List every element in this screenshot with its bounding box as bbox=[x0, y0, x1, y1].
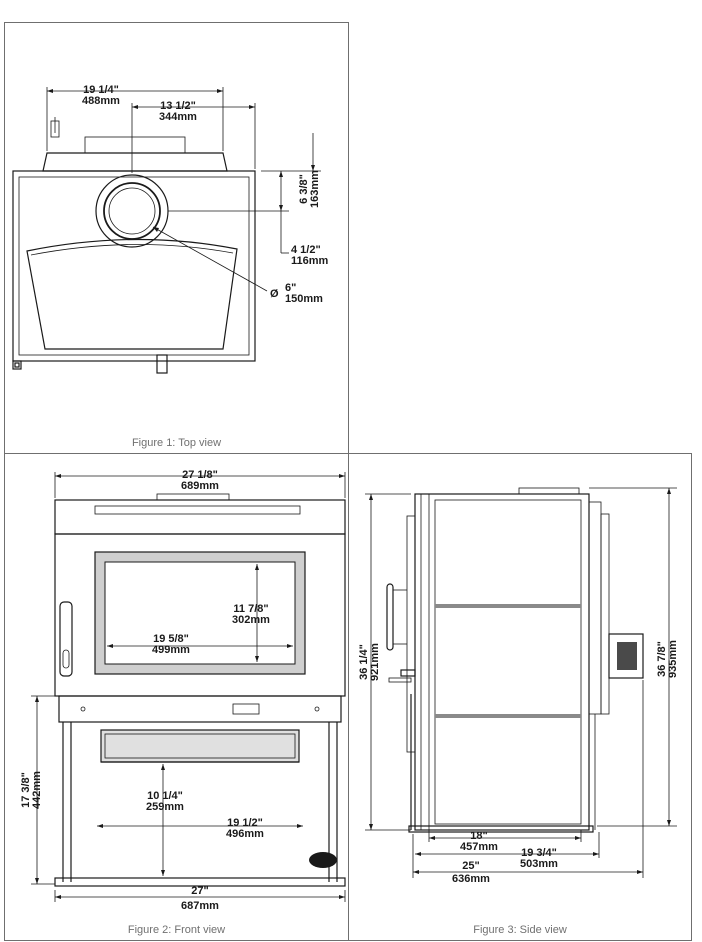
dim-side-height-mm: 921mm bbox=[369, 643, 381, 681]
front-base-plate bbox=[54, 877, 346, 887]
dim-leg-h-mm: 442mm bbox=[31, 771, 43, 809]
flue-collar-inner bbox=[103, 182, 161, 240]
front-glass bbox=[104, 561, 296, 665]
side-shelf-lower bbox=[435, 714, 581, 718]
dim-front-top-width-in: 27 1/8" bbox=[182, 469, 218, 481]
dim-top-width-in: 19 1/4" bbox=[83, 84, 119, 96]
dim-dia-mm: 150mm bbox=[285, 293, 323, 305]
front-door-handle bbox=[59, 601, 73, 677]
right-foot bbox=[156, 354, 168, 374]
dim-dia-symbol: Ø bbox=[270, 288, 279, 300]
figure-top-view-panel: 19 1/4" 488mm 13 1/2" 344mm 6 3/8" 163mm… bbox=[4, 22, 349, 454]
side-view-drawing: 36 1/4" 921mm 36 7/8" 935mm 18" 457mm 19… bbox=[358, 487, 679, 885]
left-foot bbox=[12, 360, 22, 370]
dim-depth-a-mm: 457mm bbox=[460, 841, 498, 853]
top-view-drawing: 19 1/4" 488mm 13 1/2" 344mm 6 3/8" 163mm… bbox=[12, 84, 329, 374]
dim-depth-a-in: 18" bbox=[470, 830, 487, 842]
flue-collar-outer bbox=[95, 174, 169, 248]
dim-depth-b-in: 19 3/4" bbox=[521, 847, 557, 859]
dim-leg-h-in: 17 3/8" bbox=[20, 772, 32, 808]
side-body bbox=[414, 493, 590, 831]
flue-collar-core bbox=[108, 187, 156, 235]
dim-glass-w-mm: 499mm bbox=[152, 644, 190, 656]
front-ash-drawer bbox=[100, 729, 300, 763]
dim-rear-in: 4 1/2" bbox=[291, 244, 321, 256]
dim-top-width-mm: 488mm bbox=[82, 95, 120, 107]
dim-offset-mm: 344mm bbox=[159, 111, 197, 123]
dim-glass-w-in: 19 5/8" bbox=[153, 633, 189, 645]
front-lip bbox=[26, 238, 238, 350]
dim-depth-mm: 163mm bbox=[309, 170, 321, 208]
side-door-handle bbox=[386, 583, 394, 651]
dim-ash-mm: 259mm bbox=[146, 801, 184, 813]
figure-2-caption: Figure 2: Front view bbox=[127, 924, 226, 936]
dim-rear-mm: 116mm bbox=[291, 255, 329, 267]
dim-side-total-mm: 935mm bbox=[667, 640, 679, 678]
figure-3-caption: Figure 3: Side view bbox=[473, 924, 567, 936]
dim-base-w-in: 27" bbox=[191, 885, 208, 897]
front-logo bbox=[309, 852, 337, 868]
rear-heat-shield bbox=[42, 152, 228, 172]
dim-side-height-in: 36 1/4" bbox=[358, 644, 370, 680]
figure-front-view-panel: 27 1/8" 689mm 11 7/8" 302mm 19 5/8" 499m… bbox=[4, 453, 349, 941]
front-top-plate bbox=[54, 499, 346, 535]
front-ash-lip bbox=[58, 695, 342, 723]
dim-base-w-mm: 687mm bbox=[181, 900, 219, 912]
figure-side-view-panel: 36 1/4" 921mm 36 7/8" 935mm 18" 457mm 19… bbox=[348, 453, 692, 941]
stove-top-outline bbox=[12, 170, 256, 362]
dim-side-total-in: 36 7/8" bbox=[656, 641, 668, 677]
dim-glass-h-mm: 302mm bbox=[232, 614, 270, 626]
figure-1-caption: Figure 1: Top view bbox=[131, 437, 222, 449]
dim-legs-w-mm: 496mm bbox=[226, 828, 264, 840]
side-outlet-box bbox=[608, 633, 644, 679]
stove-top-inner bbox=[18, 176, 250, 356]
dim-offset-in: 13 1/2" bbox=[160, 100, 196, 112]
dim-depth-b-mm: 503mm bbox=[520, 858, 558, 870]
dim-dia-in: 6" bbox=[285, 282, 296, 294]
dim-ash-in: 10 1/4" bbox=[147, 790, 183, 802]
dim-depth-in: 6 3/8" bbox=[298, 174, 310, 204]
rear-bracket bbox=[84, 136, 186, 154]
dim-depth-c-mm: 636mm bbox=[452, 873, 490, 885]
side-shelf-upper bbox=[435, 604, 581, 608]
dim-depth-c-in: 25" bbox=[462, 860, 479, 872]
dim-front-top-width-mm: 689mm bbox=[181, 480, 219, 492]
dim-glass-h-in: 11 7/8" bbox=[233, 603, 268, 615]
dim-legs-w-in: 19 1/2" bbox=[227, 817, 263, 829]
front-view-drawing: 27 1/8" 689mm 11 7/8" 302mm 19 5/8" 499m… bbox=[20, 469, 346, 912]
